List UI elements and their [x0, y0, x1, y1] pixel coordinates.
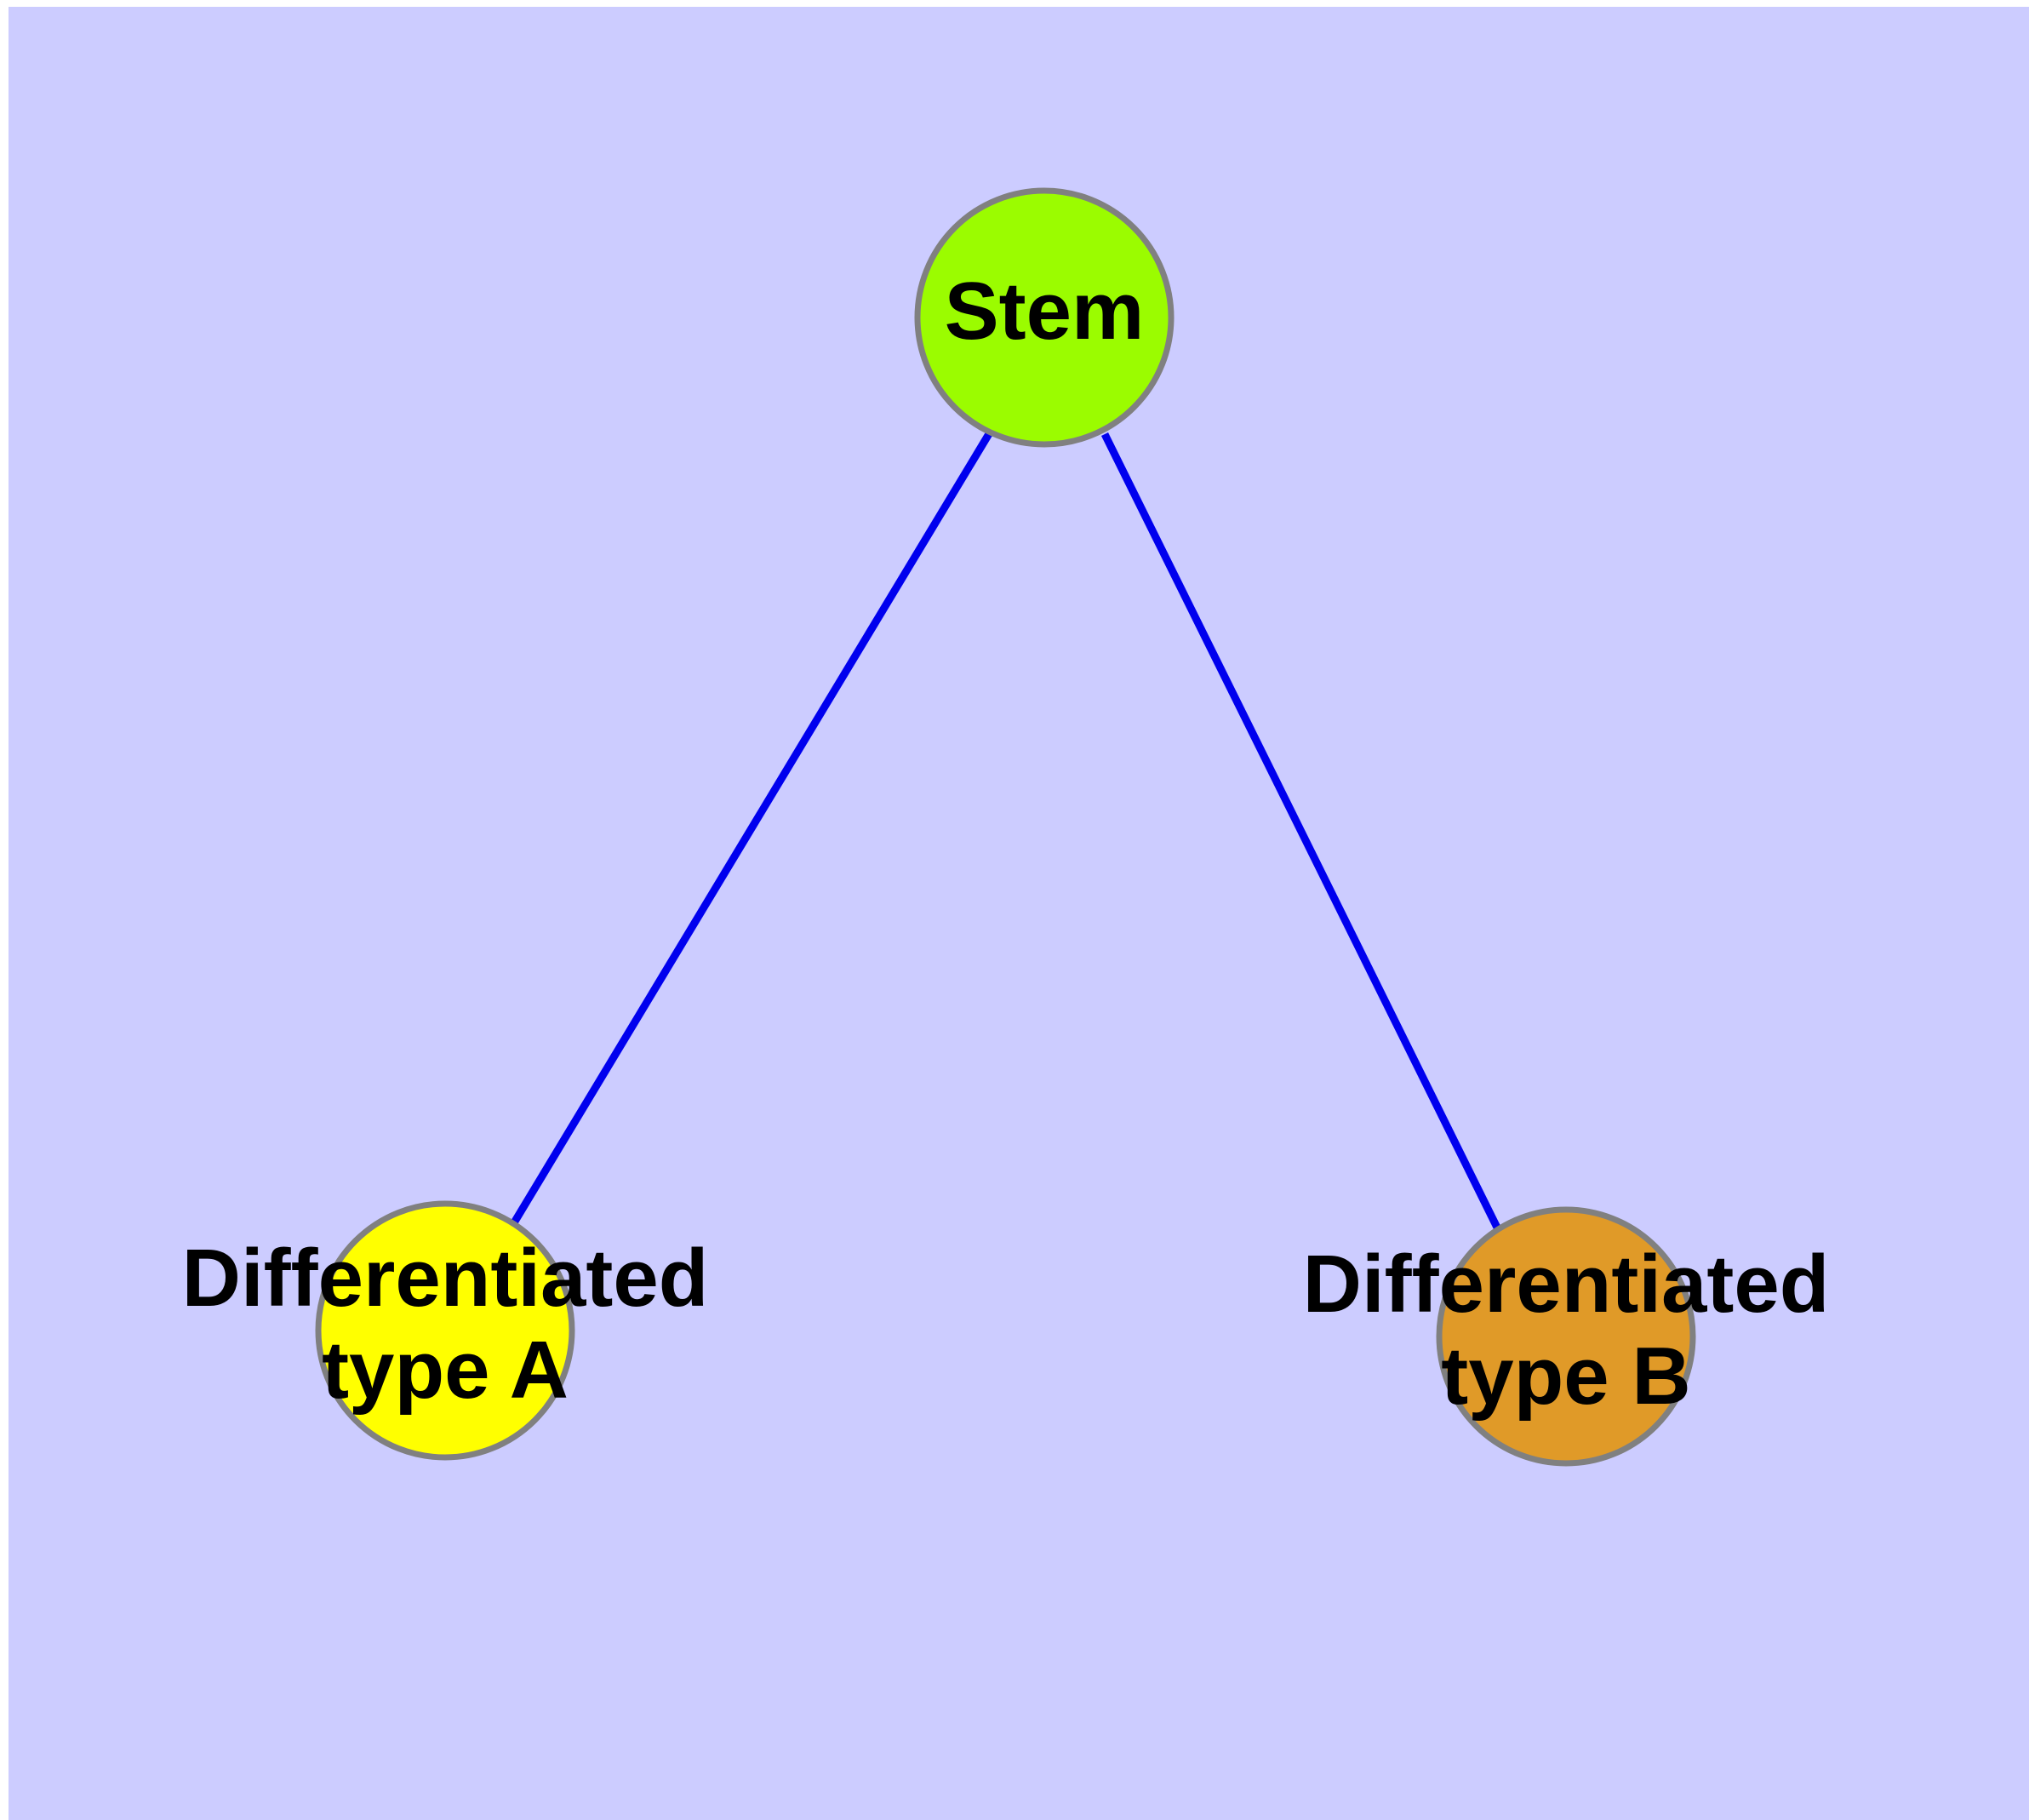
graph-node-stem[interactable] — [914, 187, 1175, 448]
graph-node-diff_b[interactable] — [1436, 1206, 1696, 1467]
nodes-layer — [315, 187, 1696, 1467]
graph-edge-stem-to-diff-a — [507, 430, 993, 1231]
edges-layer — [507, 430, 1504, 1234]
graph-node-diff_a[interactable] — [315, 1200, 575, 1461]
graph-edge-stem-to-diff-b — [1100, 432, 1504, 1234]
